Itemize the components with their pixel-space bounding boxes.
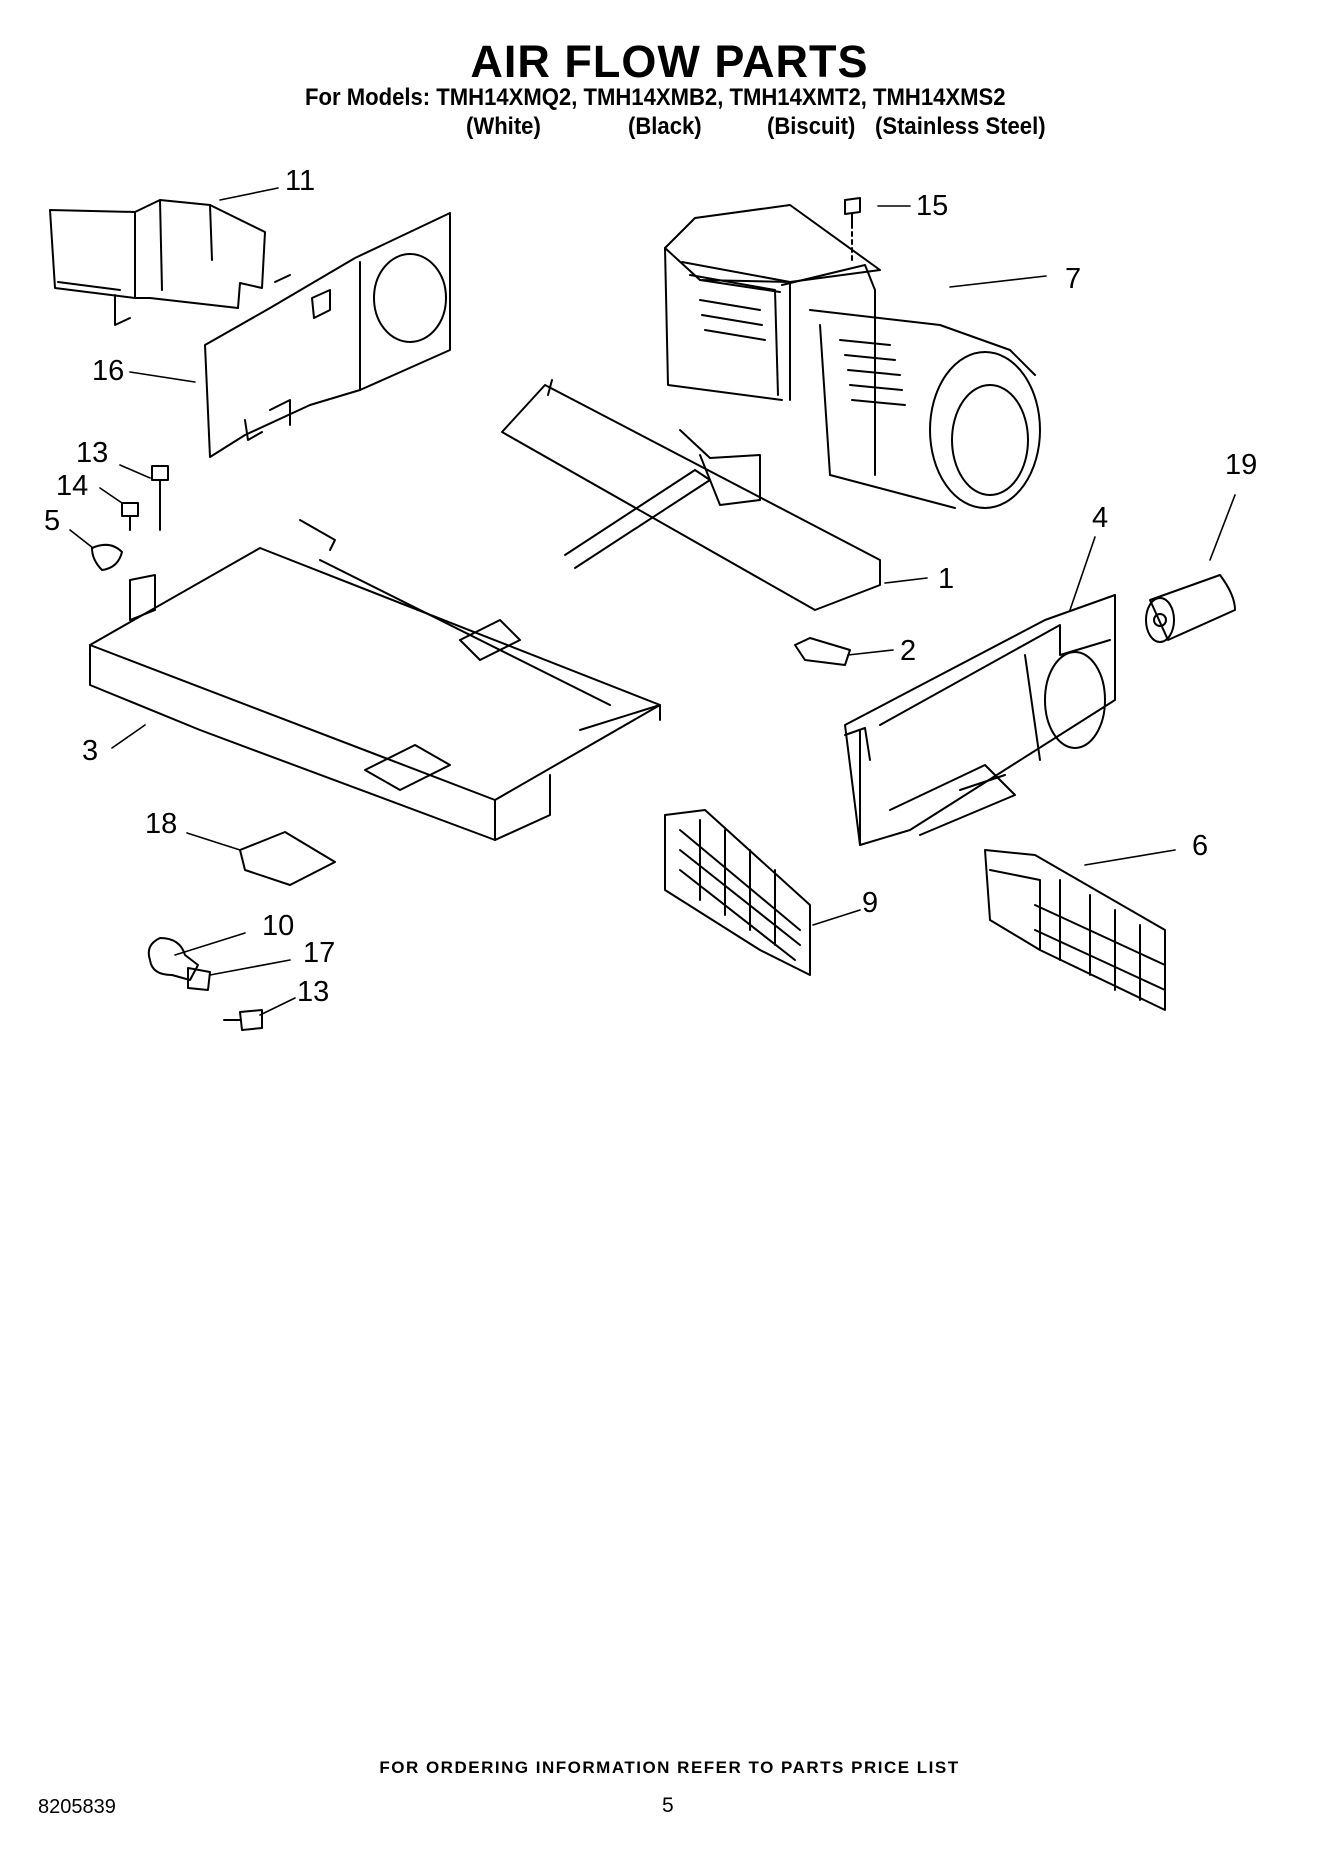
part-15-screw	[844, 197, 861, 263]
callout-15: 15	[916, 190, 948, 222]
part-4-frame	[844, 594, 1116, 846]
part-11-duct-bracket	[49, 199, 266, 326]
part-5-clamp	[91, 543, 123, 571]
variant-black: (Black)	[628, 113, 702, 140]
callout-13-upper: 13	[76, 437, 108, 469]
part-14-screw	[121, 502, 139, 531]
models-line: For Models: TMH14XMQ2, TMH14XMB2, TMH14X…	[305, 84, 1006, 111]
callout-1: 1	[938, 563, 954, 595]
callout-5: 5	[44, 505, 60, 537]
part-19-capacitor	[1145, 574, 1236, 643]
callout-2: 2	[900, 635, 916, 667]
part-18-socket	[187, 967, 211, 991]
callout-6: 6	[1192, 830, 1208, 862]
callout-9: 7	[1065, 263, 1081, 295]
callout-7: 10	[262, 910, 294, 942]
part-9-blower-assembly	[664, 204, 1041, 509]
variant-biscuit: (Biscuit)	[767, 113, 856, 140]
part-2-clip	[794, 637, 851, 666]
ordering-note: FOR ORDERING INFORMATION REFER TO PARTS …	[379, 1758, 960, 1777]
callout-leaders	[69, 187, 1236, 1016]
variant-white: (White)	[466, 113, 541, 140]
callout-17: 18	[145, 808, 177, 840]
part-3-base-plate	[89, 519, 661, 841]
callout-11: 11	[285, 165, 315, 197]
exploded-parts-diagram: 11 15 7 16 13 14 5 19 4 1 2 3 18 6 9 10 …	[44, 165, 1257, 1031]
part-16-mounting-plate	[204, 212, 451, 458]
page-title: AIR FLOW PARTS	[470, 36, 869, 87]
variant-stainless-steel: (Stainless Steel)	[875, 113, 1046, 140]
part-7-bulb	[147, 937, 199, 981]
callout-14: 14	[56, 470, 88, 502]
callout-16: 16	[92, 355, 124, 387]
callout-19: 19	[1225, 449, 1257, 481]
part-1-air-guide	[501, 379, 881, 611]
part-13-screw-lower	[223, 1009, 263, 1031]
part-17-plate	[239, 831, 336, 886]
callout-13-lower: 13	[297, 976, 329, 1008]
callout-3: 3	[82, 735, 98, 767]
part-6-grille-frame	[984, 849, 1166, 1011]
callout-4: 4	[1092, 502, 1108, 534]
callout-10: 9	[862, 887, 878, 919]
part-13-screw-upper	[151, 465, 169, 531]
part-10-filter-grille	[664, 809, 811, 976]
document-number: 8205839	[38, 1796, 116, 1818]
page-number: 5	[662, 1794, 674, 1817]
callout-18: 17	[303, 937, 335, 969]
